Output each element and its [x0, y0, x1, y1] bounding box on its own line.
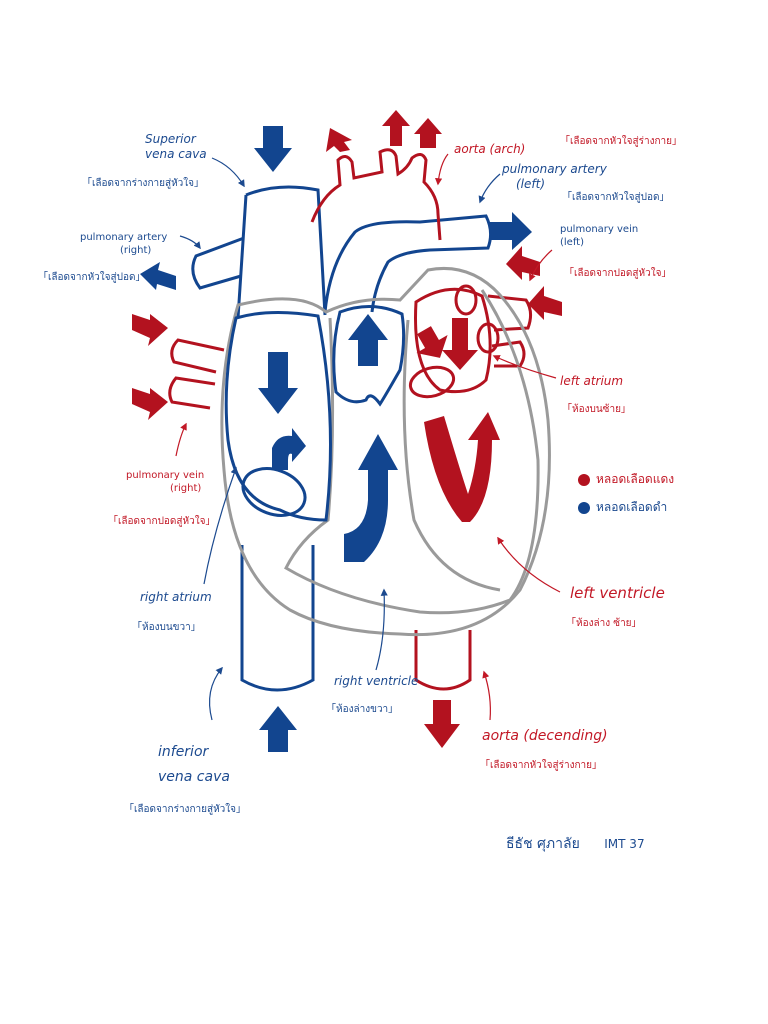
- pulmonary-vein-left-label: pulmonary vein (left): [560, 224, 638, 249]
- flow-arrow-pv-left-1: [506, 246, 540, 280]
- left-ventricle-thai: 「ห้องล่าง ซ้าย」: [566, 618, 642, 629]
- right-ventricle-outline: [332, 304, 406, 407]
- pulmonary-artery-right-vessel: [191, 236, 245, 290]
- flow-arrow-svc-in: [254, 126, 292, 172]
- tricuspid-valve: [241, 467, 307, 517]
- pulmonary-artery-left-line2: (left): [516, 177, 546, 191]
- flow-arrow-aorta-down: [424, 700, 460, 748]
- pulmonary-artery-left-vessel: [323, 214, 493, 313]
- pulmonary-vein-right-vessel-1: [170, 338, 225, 374]
- right-atrium-thai: 「ห้องบนขวา」: [132, 622, 201, 633]
- aorta-descending-thai: 「เลือดจากหัวใจสู่ร่างกาย」: [480, 760, 603, 771]
- flow-arrow-ra-down: [258, 352, 298, 414]
- flow-arrow-rv-up: [348, 314, 388, 366]
- flow-arrow-ivc-in: [259, 706, 297, 752]
- aorta-arch-label: aorta (arch): [454, 142, 526, 156]
- aorta-arch-thai: 「เลือดจากหัวใจสู่ร่างกาย」: [560, 136, 683, 147]
- pulmonary-vein-left-vessel-1: [487, 294, 533, 332]
- pulmonary-vein-right-line1: pulmonary vein: [126, 470, 205, 481]
- flow-arrow-aorta-out-2: [382, 110, 410, 146]
- signature: ธีธัช ศุภาลัย IMT 37: [506, 836, 645, 854]
- septum-outline: [284, 289, 540, 615]
- flow-arrow-lv-v: [424, 412, 500, 522]
- flow-arrow-rv-j: [344, 434, 398, 562]
- pulmonary-vein-left-thai: 「เลือดจากปอดสู่หัวใจ」: [564, 268, 672, 279]
- flow-arrow-pa-left-out: [490, 212, 532, 250]
- flow-arrow-la-down: [442, 318, 478, 370]
- legend-row-artery: หลอดเลือดแดง: [578, 470, 674, 489]
- aorta-descending-vessel: [414, 630, 472, 691]
- flow-arrow-pv-right-2: [132, 388, 168, 420]
- inferior-vena-cava-line1: inferior: [158, 744, 209, 760]
- legend-red-dot: [578, 473, 590, 486]
- inferior-vena-cava-line2: vena cava: [158, 769, 230, 786]
- pulmonary-vein-right-line2: (right): [170, 482, 202, 494]
- superior-vena-cava-label: Superior vena cava: [145, 132, 207, 162]
- flow-arrow-la-in-1: [416, 326, 448, 358]
- superior-vena-cava-line2: vena cava: [145, 147, 207, 161]
- pulmonary-artery-left-line1: pulmonary artery: [502, 162, 607, 176]
- right-atrium-outline: [224, 310, 332, 522]
- legend-blue-dot: [578, 501, 590, 514]
- pulmonary-vein-right-label: pulmonary vein (right): [126, 470, 204, 495]
- pulmonary-artery-right-line1: pulmonary artery: [80, 232, 168, 243]
- legend-vein-label: หลอดเลือดดำ: [596, 500, 668, 514]
- signature-suffix: IMT 37: [604, 837, 645, 851]
- inferior-vena-cava-thai: 「เลือดจากร่างกายสู่หัวใจ」: [124, 804, 247, 815]
- pulmonary-vein-opening-2: [476, 322, 500, 354]
- pulmonary-vein-left-line2: (left): [560, 236, 584, 248]
- pulmonary-vein-opening-1: [454, 284, 478, 316]
- aorta-arch-vessel: [310, 148, 442, 241]
- inferior-vena-cava-label: inferior vena cava: [158, 740, 230, 790]
- superior-vena-cava-thai: 「เลือดจากร่างกายสู่หัวใจ」: [82, 178, 205, 189]
- pulmonary-vein-right-vessel-2: [168, 376, 216, 410]
- legend-row-vein: หลอดเลือดดำ: [578, 498, 667, 517]
- left-heart-wall: [402, 319, 501, 592]
- pulmonary-vein-left-line1: pulmonary vein: [560, 224, 639, 235]
- right-ventricle-thai: 「ห้องล่างขวา」: [326, 704, 399, 715]
- flow-arrow-pa-right-out: [140, 262, 176, 290]
- right-atrium-label: right atrium: [140, 590, 212, 604]
- pulmonary-artery-left-label: pulmonary artery (left): [502, 162, 607, 192]
- pulmonary-artery-right-thai: 「เลือดจากหัวใจสู่ปอด」: [38, 272, 146, 283]
- flow-arrow-aorta-out-3: [414, 118, 442, 148]
- pulmonary-artery-right-line2: (right): [120, 244, 152, 256]
- signature-name: ธีธัช ศุภาลัย: [506, 836, 580, 852]
- left-atrium-label: left atrium: [560, 374, 624, 388]
- flow-arrow-aorta-out-1: [326, 128, 352, 152]
- mitral-valve: [408, 365, 456, 399]
- heart-outline: [220, 266, 551, 637]
- flow-arrow-ra-curve: [272, 428, 306, 470]
- pulmonary-vein-right-thai: 「เลือดจากปอดสู่หัวใจ」: [108, 516, 216, 527]
- superior-vena-cava-vessel: [236, 185, 327, 319]
- flow-arrow-pv-left-2: [528, 286, 562, 320]
- pulmonary-artery-left-thai: 「เลือดจากหัวใจสู่ปอด」: [562, 192, 670, 203]
- right-ventricle-label: right ventricle: [334, 674, 419, 688]
- left-atrium-thai: 「ห้องบนซ้าย」: [562, 404, 631, 415]
- legend-artery-label: หลอดเลือดแดง: [596, 472, 675, 486]
- pulmonary-artery-right-label: pulmonary artery (right): [80, 232, 167, 257]
- inferior-vena-cava-vessel: [240, 545, 315, 692]
- aorta-descending-label: aorta (decending): [482, 728, 608, 744]
- superior-vena-cava-line1: Superior: [145, 132, 196, 146]
- flow-arrow-pv-right-1: [132, 314, 168, 346]
- left-ventricle-label: left ventricle: [570, 584, 665, 602]
